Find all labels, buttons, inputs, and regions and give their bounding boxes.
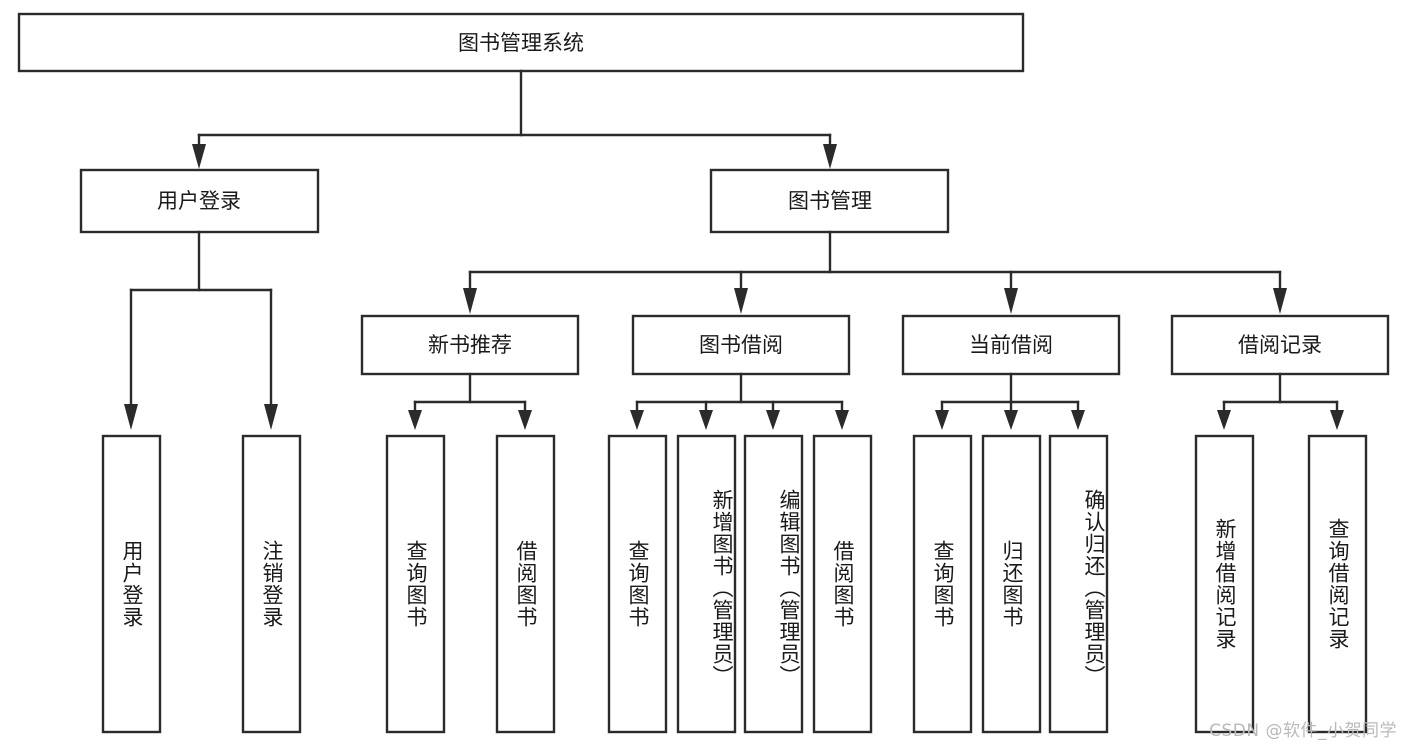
leaf-box-borrow-book-2[interactable]	[812, 434, 873, 734]
arrow-to-leaf-add-book	[699, 410, 713, 430]
node-borrow-record[interactable]: 借阅记录	[1170, 314, 1390, 376]
node-book-manage-label: 图书管理	[788, 189, 872, 213]
leaf-box-user-login[interactable]	[101, 434, 162, 734]
arrow-to-current-borrow	[1004, 288, 1018, 314]
leaf-box-confirm-return[interactable]	[1048, 434, 1109, 734]
connector-root-to-level2	[192, 69, 837, 169]
arrow-to-user-login	[192, 144, 206, 169]
leaf-box-borrow-book-1[interactable]	[495, 434, 556, 734]
leaf-box-query-record[interactable]	[1307, 434, 1368, 734]
node-current-borrow[interactable]: 当前借阅	[901, 314, 1121, 376]
node-borrow-record-label: 借阅记录	[1238, 333, 1322, 357]
arrow-to-leaf-user-logout	[264, 404, 278, 430]
connector-book-manage-to-level3	[463, 230, 1287, 314]
arrow-to-leaf-edit-book	[766, 410, 780, 430]
leaf-box-add-record[interactable]	[1194, 434, 1255, 734]
node-current-borrow-label: 当前借阅	[969, 333, 1053, 357]
connector-book-borrow-to-leaves	[630, 372, 849, 430]
node-new-book-rec-label: 新书推荐	[428, 333, 512, 357]
node-root-label: 图书管理系统	[458, 31, 584, 55]
node-new-book-rec[interactable]: 新书推荐	[360, 314, 580, 376]
leaf-box-query-book-3[interactable]	[912, 434, 973, 734]
leaf-box-add-book[interactable]	[676, 434, 737, 734]
arrow-to-new-book-rec	[463, 288, 477, 314]
arrow-to-borrow-record	[1273, 288, 1287, 314]
arrow-to-leaf-borrow-book-2	[835, 410, 849, 430]
node-book-borrow[interactable]: 图书借阅	[631, 314, 851, 376]
leaf-box-return-book[interactable]	[981, 434, 1042, 734]
leaf-box-query-book-1[interactable]	[385, 434, 446, 734]
node-root[interactable]: 图书管理系统	[17, 12, 1025, 73]
arrow-to-leaf-add-record	[1217, 410, 1231, 430]
leaf-box-query-book-2[interactable]	[607, 434, 668, 734]
node-new-book-rec-box[interactable]	[360, 314, 580, 376]
arrow-to-leaf-return-book	[1004, 410, 1018, 430]
node-user-login-box[interactable]	[79, 168, 320, 234]
connector-user-login-to-leaves	[124, 230, 278, 430]
arrow-to-leaf-borrow-book-1	[518, 410, 532, 430]
connector-current-borrow-to-leaves	[935, 372, 1085, 430]
connector-borrow-record-to-leaves	[1217, 372, 1344, 430]
arrow-to-book-borrow	[734, 288, 748, 314]
leaf-box-user-logout[interactable]	[241, 434, 302, 734]
node-user-login[interactable]: 用户登录	[79, 168, 320, 234]
node-root-box[interactable]	[17, 12, 1025, 73]
arrow-to-leaf-confirm-return	[1071, 410, 1085, 430]
arrow-to-leaf-query-record	[1330, 410, 1344, 430]
node-book-manage[interactable]: 图书管理	[709, 168, 950, 234]
arrow-to-leaf-query-book-2	[630, 410, 644, 430]
arrow-to-book-manage	[823, 144, 837, 169]
arrow-to-leaf-query-book-1	[408, 410, 422, 430]
node-user-login-label: 用户登录	[157, 189, 241, 213]
csdn-watermark: CSDN @软件_小贺同学	[1209, 721, 1397, 741]
node-book-borrow-label: 图书借阅	[699, 333, 783, 357]
arrow-to-leaf-query-book-3	[935, 410, 949, 430]
arrow-to-leaf-user-login	[124, 404, 138, 430]
node-current-borrow-box[interactable]	[901, 314, 1121, 376]
leaf-box-edit-book[interactable]	[743, 434, 804, 734]
connector-new-book-rec-to-leaves	[408, 372, 532, 430]
